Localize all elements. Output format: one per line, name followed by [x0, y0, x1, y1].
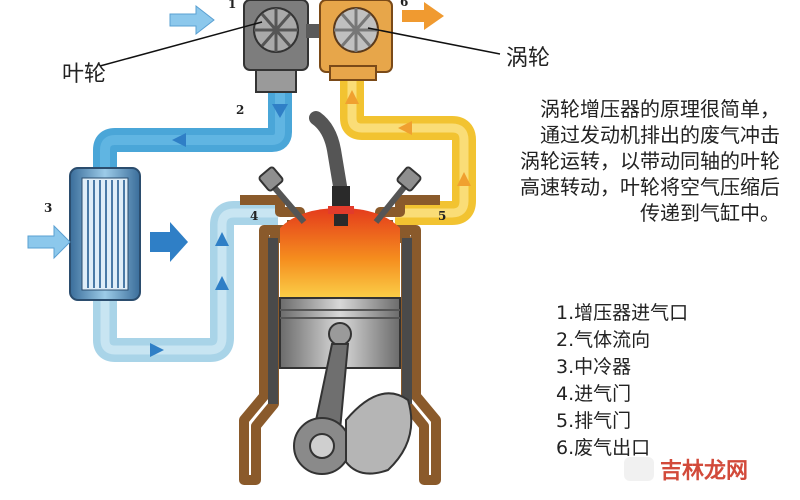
legend-item: 5.排气门: [556, 410, 632, 432]
number-4: 4: [250, 209, 258, 223]
cooled-air-pipe: [93, 201, 278, 362]
arrow-right-cool: [150, 343, 164, 357]
spark-plug: [309, 111, 354, 226]
intercooler-arrows: [27, 222, 188, 262]
description-line: 传递到气缸中。: [640, 201, 780, 225]
legend-item: 4.进气门: [556, 383, 632, 405]
intake-pipe: [93, 92, 292, 168]
number-5: 5: [438, 209, 446, 223]
turbo-arrows: [169, 2, 444, 36]
number-1: 1: [228, 0, 236, 11]
description-line: 高速转动，叶轮将空气压缩后: [520, 175, 780, 199]
arrow-left-intake: [172, 133, 186, 147]
watermark: 吉林龙网: [624, 452, 794, 486]
intake-valve: [258, 166, 307, 224]
turbine-leader: [367, 27, 501, 55]
turbine-label: 涡轮: [506, 46, 551, 71]
arrow-up-exhaust-2: [345, 90, 359, 104]
arrow-up-cool: [215, 276, 229, 290]
description-text: 涡轮增压器的原理很简单， 通过发动机排出的废气冲击 涡轮运转，以带动同轴的叶轮 …: [490, 96, 780, 226]
number-2: 2: [236, 103, 244, 117]
turbocharger: [243, 0, 393, 93]
description-line: 涡轮运转，以带动同轴的叶轮: [520, 149, 780, 173]
intercooler: [69, 167, 141, 301]
engine-block: [239, 195, 441, 485]
arrow-left-exhaust: [398, 121, 412, 135]
flow-arrows: [150, 90, 471, 357]
legend-item: 2.气体流向: [556, 329, 651, 351]
arrow-up-cool-2: [215, 232, 229, 246]
arrow-up-exhaust: [457, 172, 471, 186]
description-line: 涡轮增压器的原理很简单，: [540, 97, 780, 121]
legend-item: 6.废气出口: [556, 437, 651, 459]
number-3: 3: [44, 201, 52, 215]
component-numbers: 1 2 3 4 5 6: [44, 0, 446, 223]
watermark-text: 吉林龙网: [660, 459, 749, 484]
exhaust-pipe: [340, 80, 476, 225]
legend-item: 1.增压器进气口: [556, 302, 689, 324]
number-6: 6: [400, 0, 408, 9]
connecting-rod: [293, 343, 413, 475]
description-line: 通过发动机排出的废气冲击: [540, 123, 780, 147]
impeller-label: 叶轮: [62, 62, 107, 87]
exhaust-valve: [373, 166, 422, 224]
impeller-leader: [99, 21, 263, 67]
watermark-logo-icon: [624, 457, 654, 481]
legend-item: 3.中冷器: [556, 356, 632, 378]
legend: 1.增压器进气口 2.气体流向 3.中冷器 4.进气门 5.排气门 6.废气出口: [556, 300, 688, 462]
arrow-down-intake: [272, 104, 288, 118]
combustion-flame: [280, 208, 400, 300]
